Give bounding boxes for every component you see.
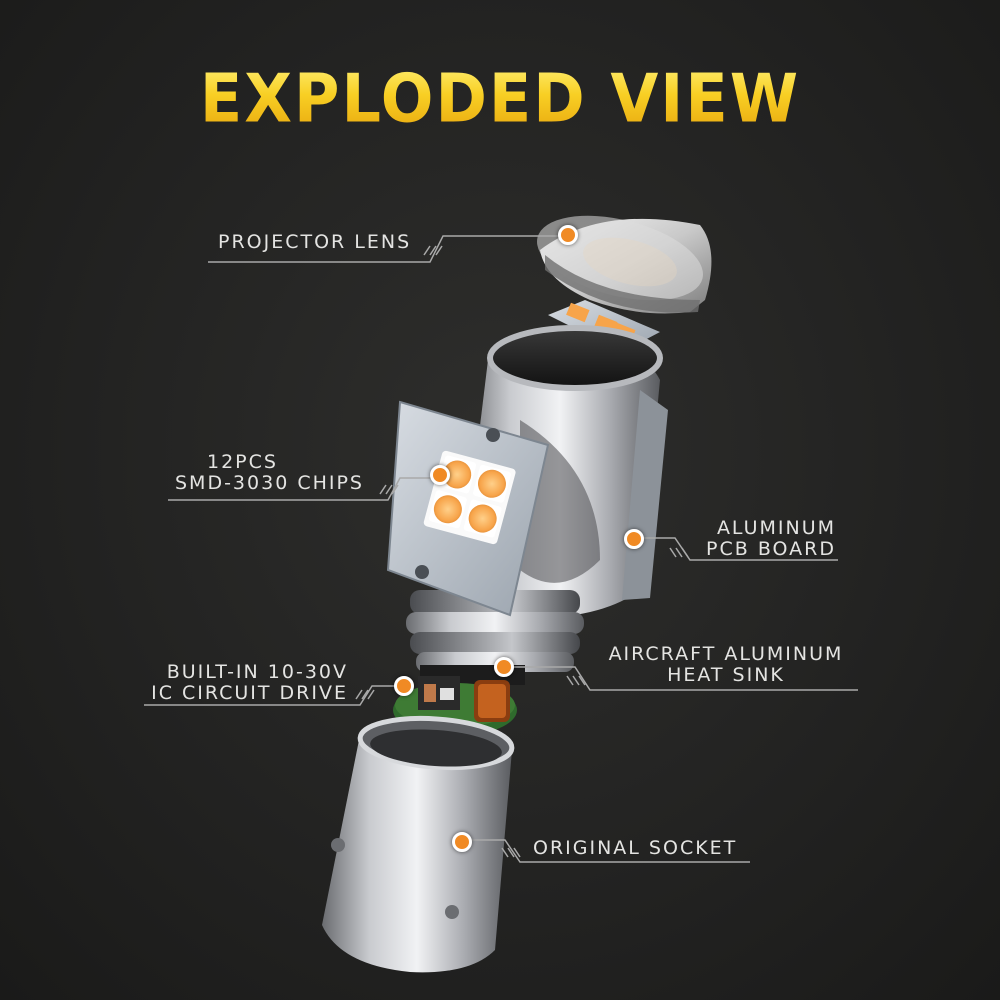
page-title: EXPLODED VIEW (0, 59, 1000, 138)
chips-callout-dot (430, 465, 450, 485)
heat-sink-label: AIRCRAFT ALUMINUM HEAT SINK (608, 643, 844, 686)
driver-label: BUILT-IN 10-30V IC CIRCUIT DRIVE (151, 661, 348, 704)
chips-label: 12PCS SMD-3030 CHIPS (174, 451, 364, 494)
lens-callout-dot (558, 225, 578, 245)
original-socket (322, 715, 515, 973)
pcb-callout-dot (624, 529, 644, 549)
projector-lens-label: PROJECTOR LENS (218, 231, 412, 253)
heatsink-callout-dot (494, 657, 514, 677)
pcb-board-label: ALUMINUM PCB BOARD (706, 517, 836, 560)
driver-callout-dot (394, 676, 414, 696)
callout-lines (144, 235, 858, 863)
socket-callout-dot (452, 832, 472, 852)
projector-lens (537, 215, 712, 314)
socket-label: ORIGINAL SOCKET (533, 837, 738, 859)
